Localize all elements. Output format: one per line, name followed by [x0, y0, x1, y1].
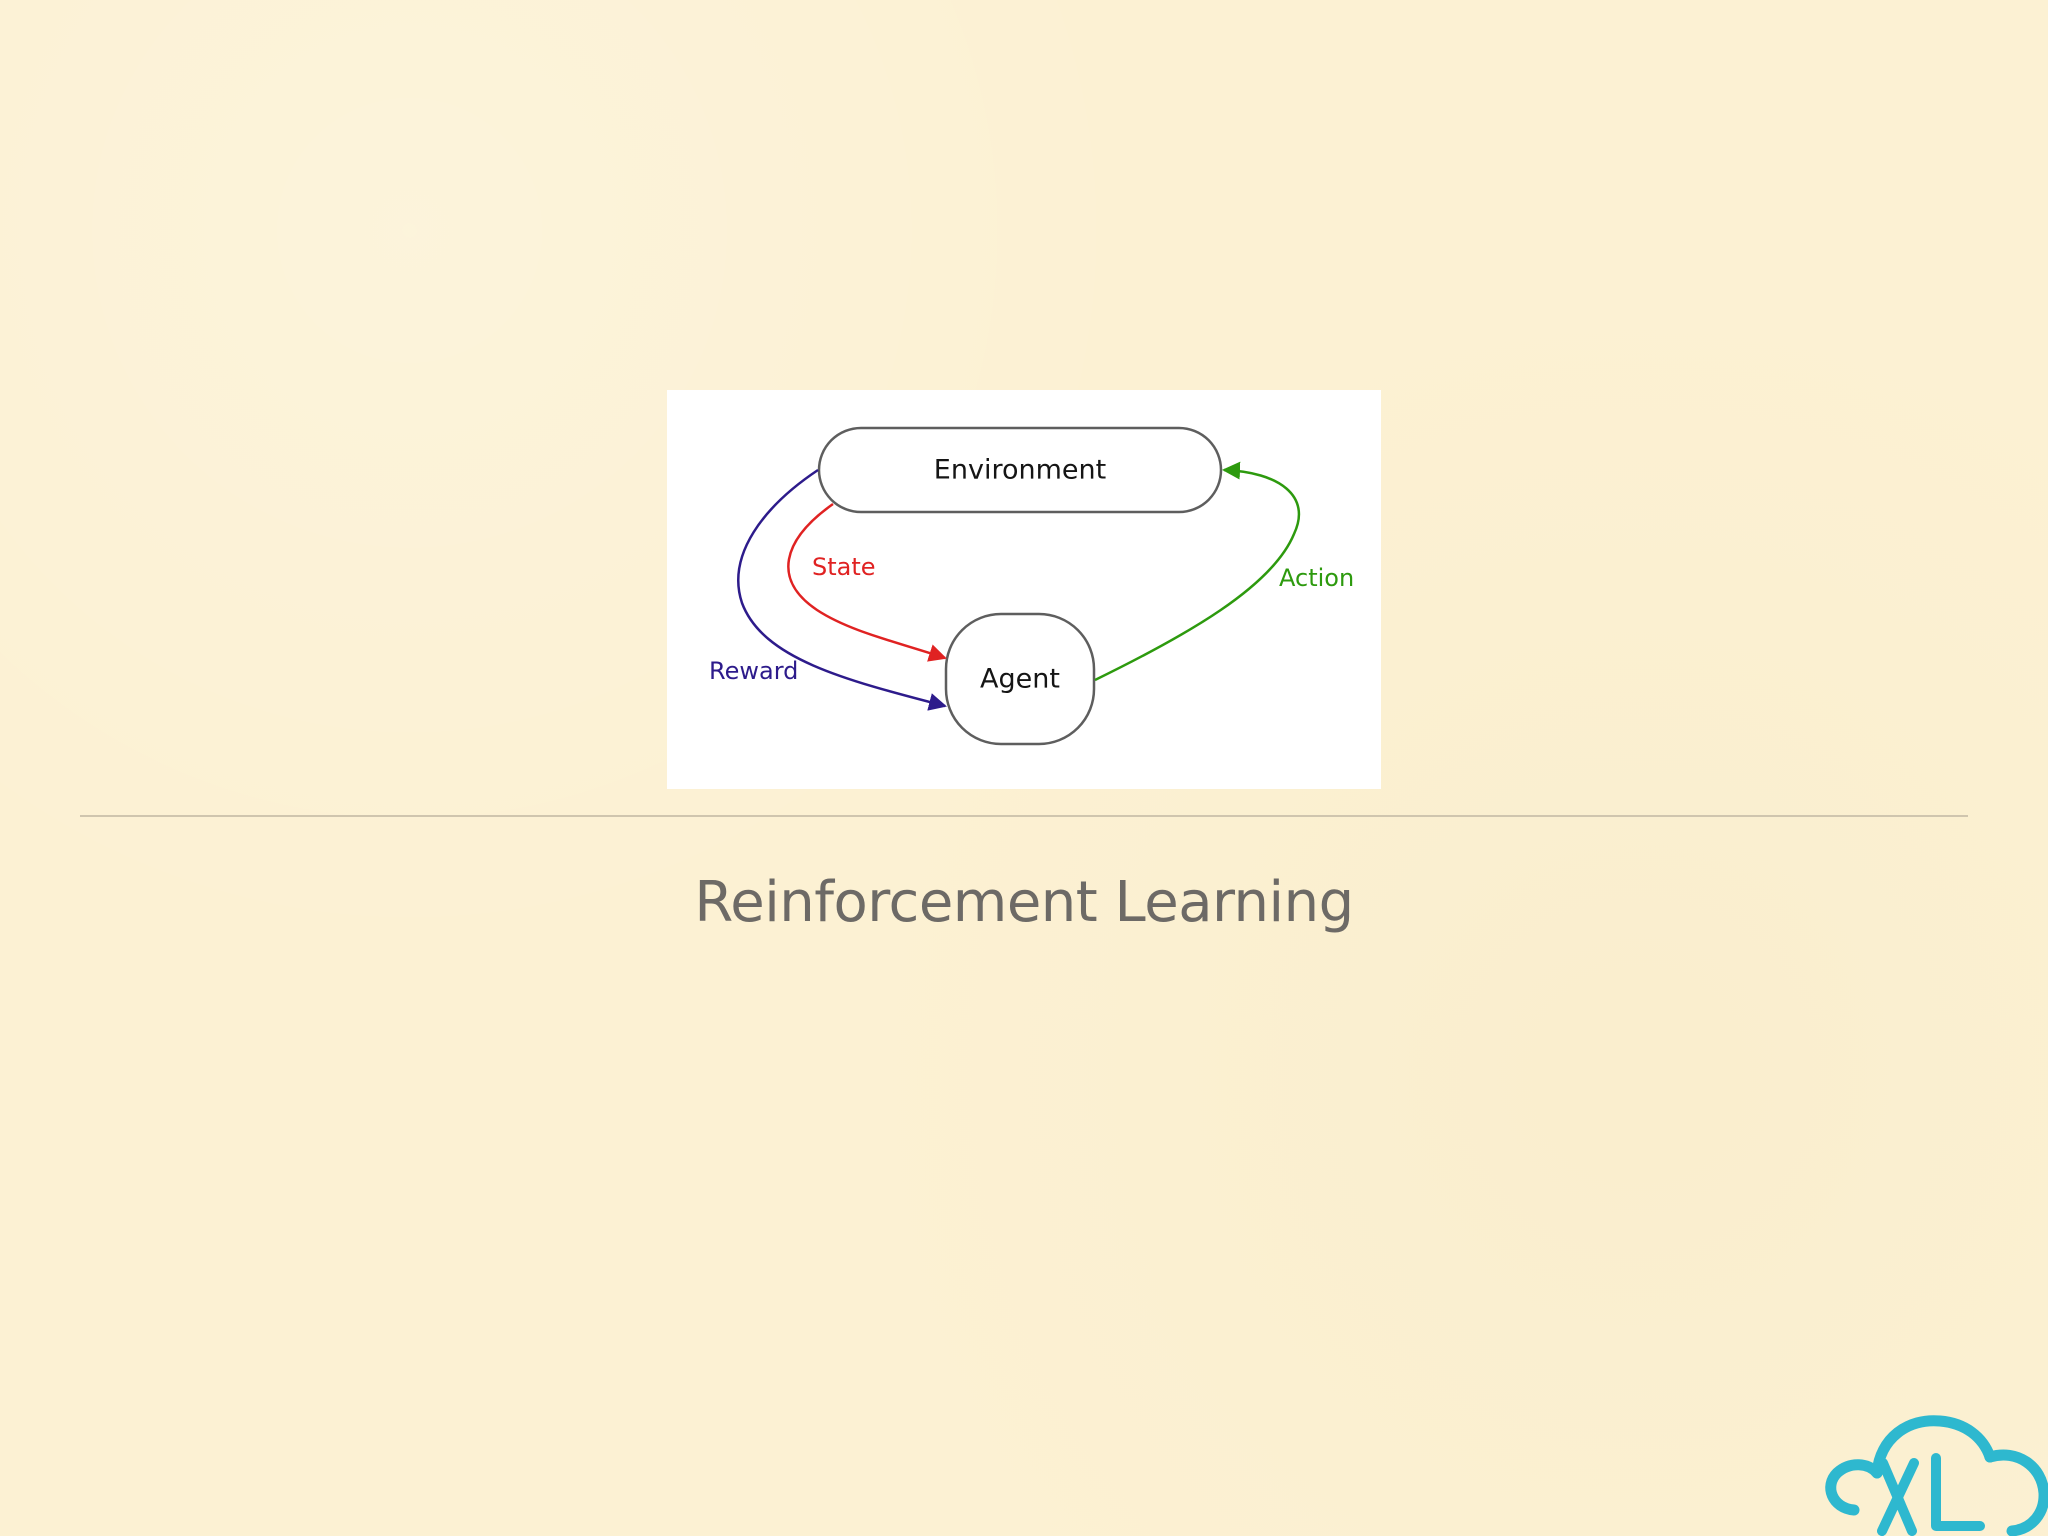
state-arrow — [787, 502, 947, 662]
agent-node — [944, 612, 1096, 746]
reinforcement-learning-diagram: Environment Agent State Reward Action — [709, 426, 1354, 746]
action-arrow — [1094, 461, 1301, 682]
environment-node — [817, 426, 1223, 514]
cloud-logo-icon — [1825, 1415, 2048, 1536]
state-label: State — [812, 553, 876, 581]
cloud-logo — [1820, 1400, 2048, 1536]
slide-title: Reinforcement Learning — [694, 870, 1354, 935]
agent-label: Agent — [980, 664, 1060, 695]
action-label: Action — [1279, 564, 1354, 592]
title-divider — [80, 815, 1968, 817]
reward-arrow — [737, 468, 947, 711]
reward-label: Reward — [709, 657, 798, 685]
environment-label: Environment — [934, 455, 1106, 486]
diagram-card: Environment Agent State Reward Action — [667, 390, 1381, 789]
